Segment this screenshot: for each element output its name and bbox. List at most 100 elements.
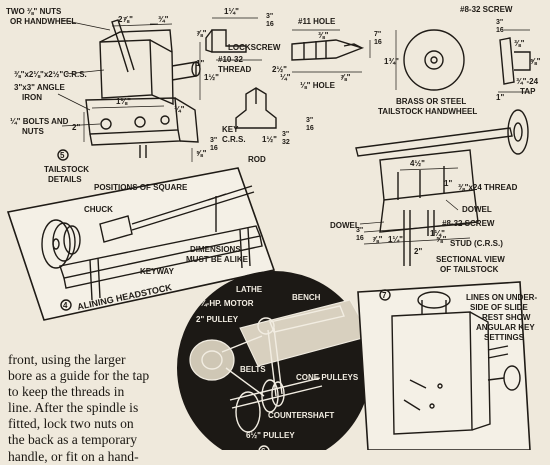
key-dim-5: 32 bbox=[282, 139, 290, 146]
motor-pulley-2: 2" PULLEY bbox=[196, 315, 239, 324]
rest-caption-3: REST SHOW bbox=[482, 313, 531, 322]
tailstock-figure-number: 5 bbox=[60, 151, 65, 160]
headstock-keyway: KEYWAY bbox=[140, 267, 175, 276]
section-caption-2: OF TAILSTOCK bbox=[440, 265, 499, 274]
body-line-7: handle, or fit on a hand- bbox=[8, 448, 139, 464]
handwheel-dim-6: ⅝" bbox=[530, 57, 541, 66]
motor-pulley-6: 6½" PULLEY bbox=[246, 431, 295, 440]
section-dim-3: 3" bbox=[356, 227, 363, 234]
tailstock-details-figure bbox=[83, 19, 201, 162]
spindle-dim-3: 7" bbox=[374, 31, 381, 38]
headstock-dimensions: DIMENSIONS bbox=[190, 245, 241, 254]
body-line-6: the back as a temporary bbox=[8, 432, 138, 448]
tailstock-dim-1: 2⅞" bbox=[118, 15, 133, 24]
section-stud-2: STUD (C.R.S.) bbox=[450, 239, 503, 248]
lockscrew-dim-3: 16 bbox=[266, 21, 274, 28]
illustration-plate: TWO ⅜" NUTS OR HANDWHEEL ⅜"x2⅛"x2½"C.R.S… bbox=[6, 5, 541, 450]
tailstock-dim-5: ⅝" bbox=[196, 149, 207, 158]
headstock-figure-number: 4 bbox=[63, 301, 68, 310]
body-line-5: fitted, lock two nuts on bbox=[8, 416, 134, 432]
lockscrew-label: LOCKSCREW bbox=[228, 43, 281, 52]
rest-figure-number: 7 bbox=[382, 291, 387, 300]
handwheel-caption: BRASS OR STEEL bbox=[396, 97, 466, 106]
slide-rest-panel bbox=[357, 281, 531, 450]
key-dim-2: 16 bbox=[210, 145, 218, 152]
section-dowel-right: DOWEL bbox=[462, 205, 492, 214]
angle-label: 3"x3" ANGLE bbox=[14, 83, 66, 92]
key-dim-1: 3" bbox=[210, 137, 217, 144]
section-caption: SECTIONAL VIEW bbox=[436, 255, 505, 264]
spindle-dim-4: 16 bbox=[374, 39, 382, 46]
handwheel-tap: ¾"-24 bbox=[516, 77, 539, 86]
key-label-2: C.R.S. bbox=[222, 135, 246, 144]
section-dim-7: 2" bbox=[414, 247, 422, 256]
spindle-hole-11: #11 HOLE bbox=[298, 17, 336, 26]
key-label: KEY bbox=[222, 125, 239, 134]
key-dim-4: 3" bbox=[282, 131, 289, 138]
lockscrew-figure bbox=[205, 17, 262, 61]
section-dim-8: 1¼" bbox=[430, 229, 445, 238]
tailstock-dim-6: 1½" bbox=[204, 73, 219, 82]
angle-label-2: IRON bbox=[22, 93, 42, 102]
section-dim-6: 1¼" bbox=[388, 235, 403, 244]
section-dim-2: 1" bbox=[444, 179, 452, 188]
key-dim-3: 1½" bbox=[262, 135, 277, 144]
lockscrew-thread-2: THREAD bbox=[218, 65, 252, 74]
tailstock-caption-2: DETAILS bbox=[48, 175, 82, 184]
headstock-rod: ROD bbox=[248, 155, 266, 164]
headstock-figure-number-circle bbox=[60, 299, 72, 311]
tailstock-dim-2: ¾" bbox=[158, 15, 169, 24]
rest-caption-5: SETTINGS bbox=[484, 333, 525, 342]
section-dim-4: 16 bbox=[356, 235, 364, 242]
spindle-hole: ⅛" HOLE bbox=[300, 81, 336, 90]
spindle-dim-1: ⅜" bbox=[318, 31, 329, 40]
tailstock-dim-3: 1⅛" bbox=[116, 97, 131, 106]
section-stud: ⅝" bbox=[436, 235, 447, 244]
body-line-4: line. After the spindle is bbox=[8, 400, 139, 416]
body-line-1: front, using the larger bbox=[8, 352, 126, 367]
motor-countershaft: COUNTERSHAFT bbox=[268, 411, 334, 420]
section-dowel-left: DOWEL bbox=[330, 221, 360, 230]
rest-figure-number-circle bbox=[379, 289, 391, 301]
motor-belts: BELTS bbox=[240, 365, 266, 374]
tailstock-dim-4: 2" bbox=[72, 123, 80, 132]
crs-label: ⅜"x2⅛"x2½"C.R.S. bbox=[14, 70, 87, 79]
section-thread: ⅜"x24 THREAD bbox=[458, 183, 518, 192]
motor-motor: ¼-HP. MOTOR bbox=[200, 299, 254, 308]
spindle-dim-2: ¼" bbox=[280, 73, 291, 82]
spindle-dim-5: ⅞" bbox=[340, 73, 351, 82]
nuts-label-2: OR HANDWHEEL bbox=[10, 17, 76, 26]
body-line-2: bore as a guide for the tap bbox=[8, 368, 150, 384]
key-dim-7: 16 bbox=[306, 125, 314, 132]
lockscrew-dim-6: 2½" bbox=[272, 65, 287, 74]
section-screw: #8-32 SCREW bbox=[442, 219, 495, 228]
body-line-3: to keep the threads in bbox=[8, 384, 125, 400]
handwheel-dim-1: 3" bbox=[496, 19, 503, 26]
handwheel-dim-5: 1" bbox=[496, 93, 504, 102]
lockscrew-dim-2: 3" bbox=[266, 13, 273, 20]
handwheel-tap-2: TAP bbox=[520, 87, 536, 96]
rest-caption-4: ANGULAR KEY bbox=[476, 323, 535, 332]
tailstock-caption: TAILSTOCK bbox=[44, 165, 89, 174]
motor-bench: BENCH bbox=[292, 293, 321, 302]
bolts-label: ¼" BOLTS AND bbox=[10, 117, 69, 126]
tailstock-figure-number-circle bbox=[57, 149, 69, 161]
headstock-square: POSITIONS OF SQUARE bbox=[94, 183, 188, 192]
section-dim-5: ⅞" bbox=[372, 235, 383, 244]
sectional-view-figure bbox=[355, 109, 529, 266]
lockscrew-thread: #10-32 bbox=[218, 55, 243, 64]
headstock-dimensions-2: MUST BE ALIKE bbox=[186, 255, 249, 264]
handwheel-figure bbox=[395, 29, 531, 93]
rest-caption-1: LINES ON UNDER- bbox=[466, 293, 537, 302]
motor-cone: CONE PULLEYS bbox=[296, 373, 359, 382]
handwheel-dim-4: ⅜" bbox=[514, 39, 525, 48]
motor-drive-panel bbox=[177, 271, 371, 450]
lockscrew-dim-1: 1¼" bbox=[224, 7, 239, 16]
motor-figure-number: 6 bbox=[261, 447, 266, 450]
key-figure bbox=[235, 87, 277, 129]
bolts-label-2: NUTS bbox=[22, 127, 44, 136]
handwheel-caption-2: TAILSTOCK HANDWHEEL bbox=[378, 107, 477, 116]
spindle-figure bbox=[291, 29, 371, 73]
lockscrew-dim-5: 1" bbox=[196, 59, 204, 68]
article-body-text: front, using the larger bore as a guide … bbox=[8, 352, 186, 465]
